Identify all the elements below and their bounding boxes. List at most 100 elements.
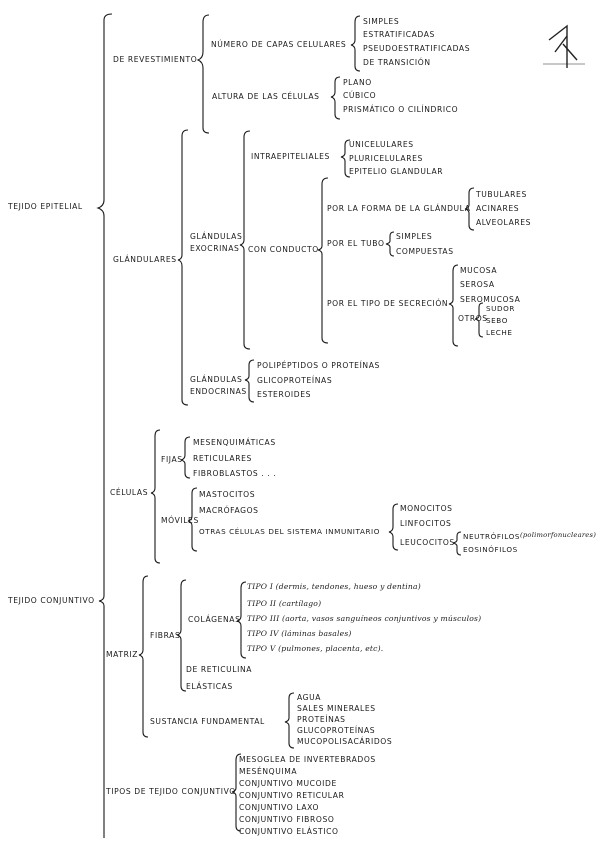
bracket-numero-capas: [350, 15, 361, 72]
bracket-secrecion: [448, 264, 459, 347]
tipos-label: TIPOS DE TEJIDO CONJUNTIVO: [106, 787, 236, 796]
tipos-item: CONJUNTIVO FIBROSO: [239, 815, 335, 824]
forma-label: POR LA FORMA DE LA GLÁNDULA: [327, 204, 471, 213]
bracket-colagenas: [236, 581, 247, 659]
tipos-item: MESOGLEA DE INVERTEBRADOS: [239, 755, 376, 764]
intraepiteliales-item: PLURICELULARES: [349, 154, 423, 163]
colagenas-label: COLÁGENAS: [188, 615, 241, 624]
inmune-item: LEUCOCITOS: [400, 538, 455, 547]
bracket-moviles: [187, 487, 198, 552]
fijas-item: MESENQUIMÁTICAS: [193, 438, 276, 447]
exocrinas-label-2: EXOCRINAS: [190, 244, 240, 253]
bracket-matriz: [138, 575, 149, 738]
endocrinas-label-1: GLÁNDULAS: [190, 375, 243, 384]
tubo-label: POR EL TUBO: [327, 239, 385, 248]
tubo-item: SIMPLES: [396, 232, 433, 241]
exocrinas-label-1: GLÁNDULAS: [190, 232, 243, 241]
bracket-inmune: [388, 503, 399, 551]
capas-item: ESTRATIFICADAS: [363, 30, 435, 39]
tubo-item: COMPUESTAS: [396, 247, 454, 256]
colagena-tipo: TIPO I (dermis, tendones, hueso y dentin…: [247, 582, 421, 591]
bracket-intraepiteliales: [340, 139, 351, 178]
colagena-tipo: TIPO IV (láminas basales): [247, 629, 352, 638]
tejido-conjuntivo-label: TEJIDO CONJUNTIVO: [8, 596, 95, 605]
otros-item: LECHE: [486, 328, 513, 337]
author-logo: [543, 24, 585, 68]
bracket-endocrinas: [244, 359, 255, 403]
forma-item: TUBULARES: [476, 190, 527, 199]
endocrinas-item: GLICOPROTEÍNAS: [257, 376, 333, 385]
otros-item: SUDOR: [486, 304, 516, 313]
bracket-tejido-epitelial: [96, 13, 113, 420]
bracket-tipos: [231, 753, 242, 832]
colagena-tipo: TIPO III (aorta, vasos sanguíneos conjun…: [247, 614, 482, 623]
bracket-forma: [464, 187, 475, 231]
bracket-exocrinas: [239, 130, 251, 350]
bracket-altura: [330, 76, 341, 120]
sustancia-label: SUSTANCIA FUNDAMENTAL: [150, 717, 265, 726]
inmune-item: MONOCITOS: [400, 504, 453, 513]
celulas-label: CÉLULAS: [110, 488, 149, 497]
altura-item: PRISMÁTICO O CILÍNDRICO: [343, 105, 459, 114]
moviles-label: MÓVILES: [161, 516, 199, 525]
bracket-tejido-conjuntivo: [98, 420, 105, 838]
elasticas-label: ELÁSTICAS: [186, 682, 233, 691]
glandulares-label: GLÁNDULARES: [113, 255, 177, 264]
fijas-item: FIBROBLASTOS . . .: [193, 469, 277, 478]
intraepiteliales-item: EPITELIO GLANDULAR: [349, 167, 444, 176]
moviles-item: OTRAS CÉLULAS DEL SISTEMA INMUNITARIO: [199, 527, 381, 536]
tejido-epitelial-label: TEJIDO EPITELIAL: [8, 202, 83, 211]
tipos-item: MESÉNQUIMA: [239, 767, 298, 776]
leucocitos-item: EOSINÓFILOS: [463, 545, 518, 554]
colagena-tipo: TIPO II (cartílago): [247, 599, 322, 608]
inmune-item: LINFOCITOS: [400, 519, 452, 528]
moviles-item: MASTOCITOS: [199, 490, 256, 499]
secrecion-item: SEROSA: [460, 280, 495, 289]
bracket-otros: [474, 302, 484, 338]
endocrinas-item: POLIPÉPTIDOS O PROTEÍNAS: [257, 361, 380, 370]
bracket-sustancia: [284, 692, 295, 749]
moviles-item: MACRÓFAGOS: [199, 506, 259, 515]
tipos-item: CONJUNTIVO MUCOIDE: [239, 779, 337, 788]
tipos-item: CONJUNTIVO LAXO: [239, 803, 320, 812]
altura-item: CÚBICO: [343, 91, 377, 100]
revestimiento-label: DE REVESTIMIENTO: [113, 55, 198, 64]
bracket-fijas: [180, 436, 191, 479]
reticulina-label: DE RETICULINA: [186, 665, 253, 674]
altura-item: PLANO: [343, 78, 372, 87]
matriz-label: MATRIZ: [106, 650, 139, 659]
bracket-leucocitos: [452, 531, 462, 556]
sustancia-item: GLUCOPROTEÍNAS: [297, 726, 376, 735]
bracket-con-conducto: [317, 177, 329, 344]
bracket-tubo: [385, 231, 395, 257]
capas-item: DE TRANSICIÓN: [363, 58, 431, 67]
sustancia-item: MUCOPOLISACÁRIDOS: [297, 737, 393, 746]
fijas-label: FIJAS: [161, 455, 183, 464]
otros-label: OTROS: [458, 314, 488, 323]
bracket-fibras: [176, 579, 187, 692]
capas-item: PSEUDOESTRATIFICADAS: [363, 44, 471, 53]
forma-item: ACINARES: [476, 204, 520, 213]
intraepiteliales-label: INTRAEPITELIALES: [251, 152, 330, 161]
secrecion-item: SEROMUCOSA: [460, 295, 521, 304]
colagena-tipo: TIPO V (pulmones, placenta, etc).: [247, 644, 384, 653]
secrecion-label: POR EL TIPO DE SECRECIÓN: [327, 299, 449, 308]
neutrofilos-note: (polimorfonucleares): [520, 531, 597, 539]
con-conducto-label: CON CONDUCTO: [248, 245, 319, 254]
bracket-celulas: [150, 429, 161, 564]
forma-item: ALVEOLARES: [476, 218, 532, 227]
altura-label: ALTURA DE LAS CÉLULAS: [212, 92, 320, 101]
intraepiteliales-item: UNICELULARES: [349, 140, 414, 149]
endocrinas-label-2: ENDOCRINAS: [190, 387, 247, 396]
fijas-item: RETICULARES: [193, 454, 252, 463]
sustancia-item: AGUA: [297, 693, 322, 702]
otros-item: SEBO: [486, 316, 508, 325]
tipos-item: CONJUNTIVO RETICULAR: [239, 791, 345, 800]
leucocitos-item: NEUTRÓFILOS: [463, 532, 521, 541]
sustancia-item: SALES MINERALES: [297, 704, 376, 713]
sustancia-item: PROTEÍNAS: [297, 715, 346, 724]
fibras-label: FIBRAS: [150, 631, 181, 640]
tipos-item: CONJUNTIVO ELÁSTICO: [239, 827, 339, 836]
